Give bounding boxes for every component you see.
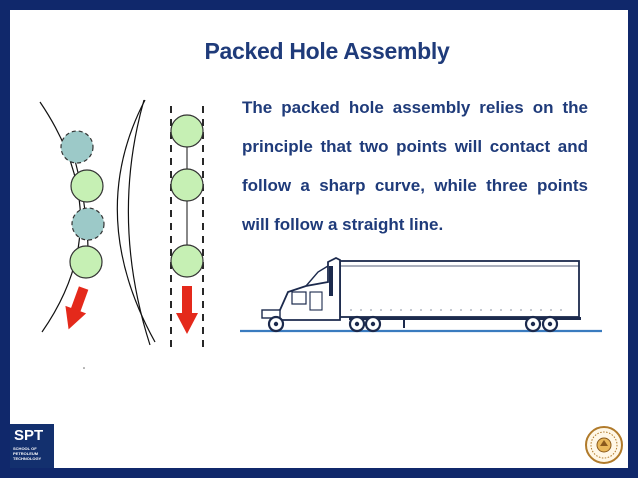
stabilizer-dashed-1: [60, 130, 94, 164]
spt-logo-name: SCHOOL OF PETROLEUM TECHNOLOGY: [13, 446, 42, 461]
stabilizer-straight-1: [170, 114, 204, 148]
semi-truck-icon: [240, 256, 602, 333]
left-hole-wall-right: [116, 99, 156, 343]
stabilizer-straight-3: [170, 244, 204, 278]
illustration-canvas: [39, 99, 602, 369]
slide: Packed Hole Assembly The packed hole ass…: [10, 10, 628, 468]
cab-door: [309, 291, 323, 311]
slide-title: Packed Hole Assembly: [204, 38, 450, 64]
spt-logo-abbr: SPT: [14, 427, 44, 444]
stabilizer-dashed-2: [71, 207, 105, 241]
exhaust-stack: [329, 266, 333, 296]
stabilizer-contact-2: [69, 245, 103, 279]
right-hole-wall-curve: [127, 99, 151, 346]
trailer-body: [339, 260, 580, 318]
stray-dot: [83, 367, 85, 369]
stabilizer-straight-2: [170, 168, 204, 202]
spt-logo: SPT SCHOOL OF PETROLEUM TECHNOLOGY: [10, 424, 54, 468]
stabilizer-contact-1: [70, 169, 104, 203]
university-seal-icon: [585, 426, 623, 464]
cab-window: [291, 291, 307, 305]
right-direction-arrow: [176, 286, 198, 334]
slide-body-text: The packed hole assembly relies on the p…: [242, 98, 588, 234]
left-direction-arrow: [65, 286, 89, 330]
